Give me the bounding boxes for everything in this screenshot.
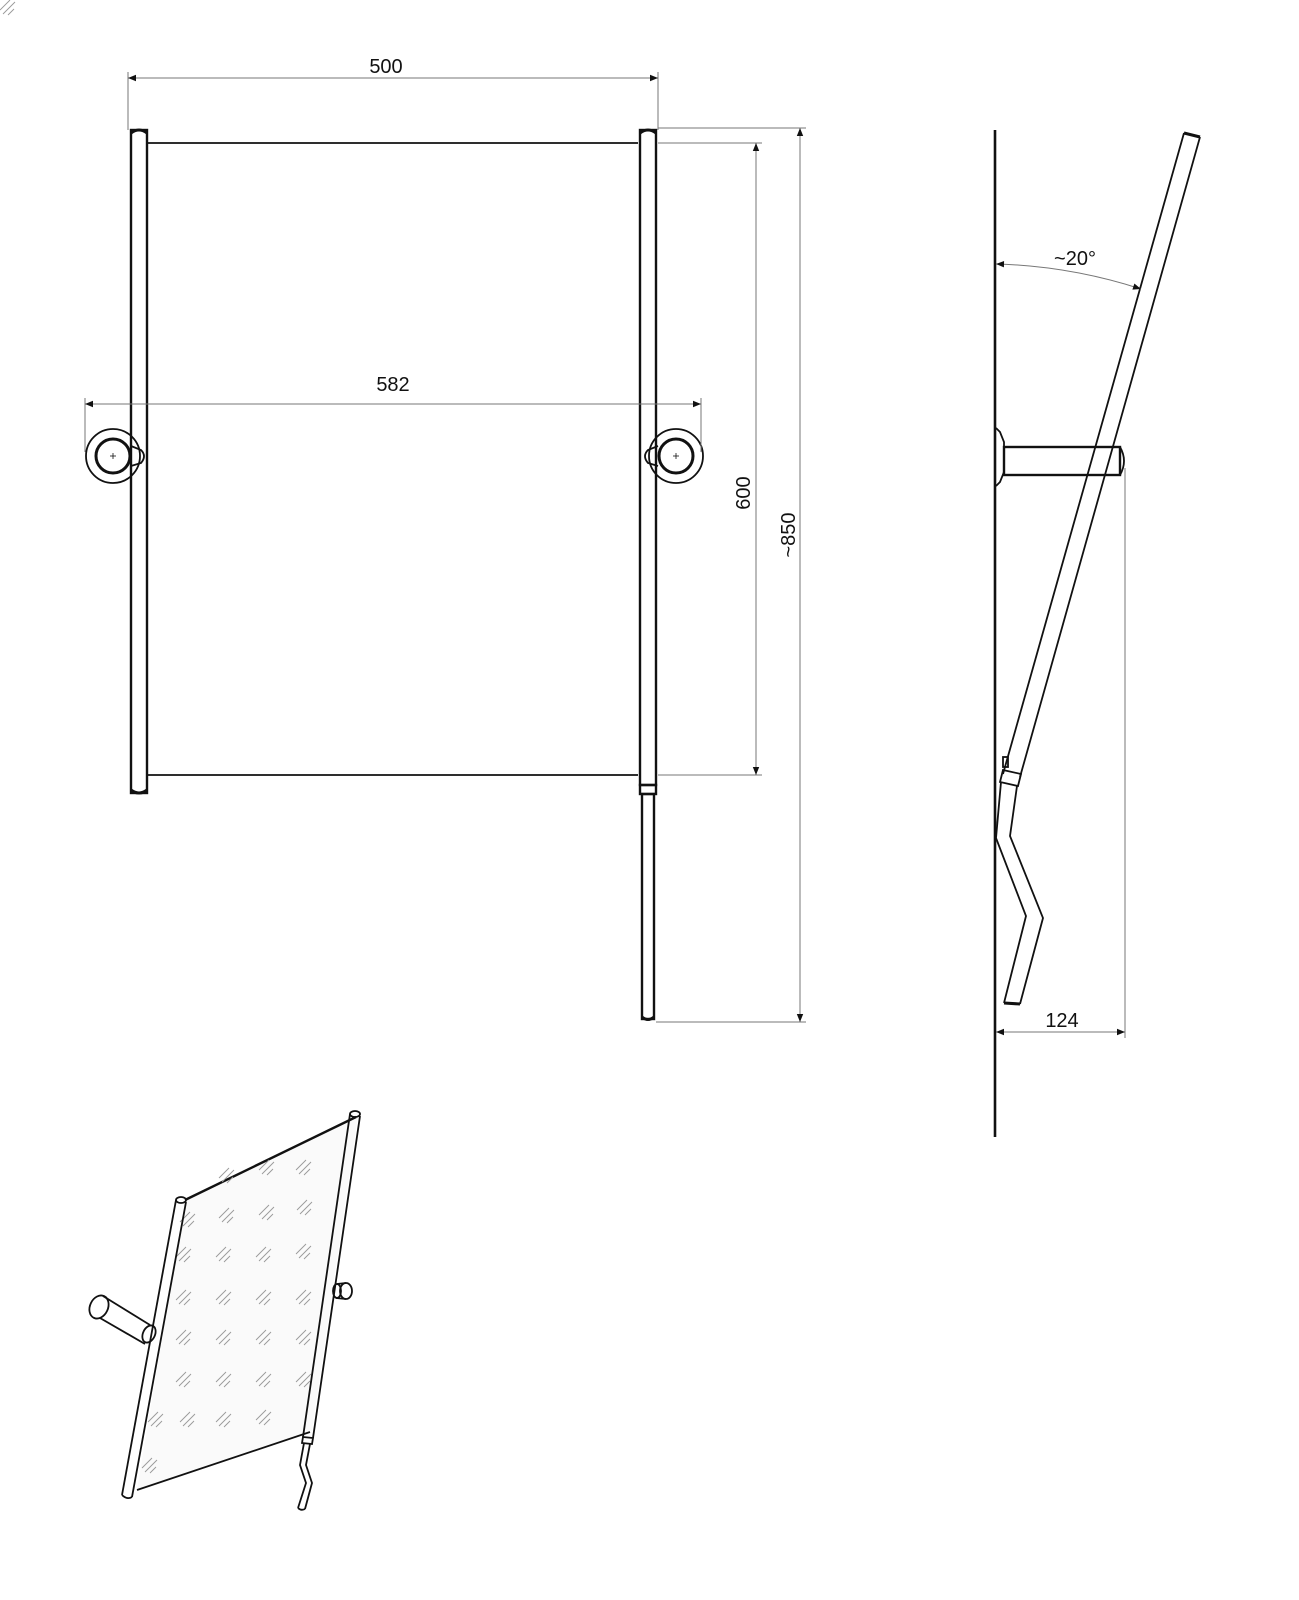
left-wall-bracket xyxy=(85,428,145,484)
iso-right-knob xyxy=(332,1282,353,1300)
front-view: 500 582 600 ~850 xyxy=(84,56,806,1023)
dim-total-height-label: ~850 xyxy=(778,512,800,557)
iso-right-tube xyxy=(297,1110,361,1511)
side-view: ~20° 124 xyxy=(993,130,1201,1137)
dim-projection-label: 124 xyxy=(1045,1010,1078,1032)
left-tube xyxy=(129,128,149,795)
dim-width-label: 500 xyxy=(369,56,402,78)
right-tube xyxy=(638,128,658,1021)
iso-glass xyxy=(137,1115,358,1490)
iso-left-arm xyxy=(88,1294,157,1345)
dimension-total-height: ~850 xyxy=(656,127,806,1023)
dimension-width: 500 xyxy=(127,56,659,130)
dimension-mount-width: 582 xyxy=(84,374,702,452)
glass-reflection-hatch xyxy=(0,0,313,1474)
dimension-projection: 124 xyxy=(996,468,1126,1038)
dim-tilt-angle-label: ~20° xyxy=(1054,248,1096,270)
iso-left-tube xyxy=(121,1196,187,1500)
dimension-mirror-height: 600 xyxy=(658,142,762,776)
isometric-view xyxy=(0,0,361,1511)
dimension-tilt-angle: ~20° xyxy=(995,248,1142,290)
right-wall-bracket xyxy=(644,428,704,484)
dim-mirror-height-label: 600 xyxy=(733,476,755,509)
side-tube xyxy=(995,131,1201,1006)
dim-mount-width-label: 582 xyxy=(376,374,409,396)
side-arm xyxy=(1002,445,1125,477)
mirror-glass xyxy=(148,142,638,776)
